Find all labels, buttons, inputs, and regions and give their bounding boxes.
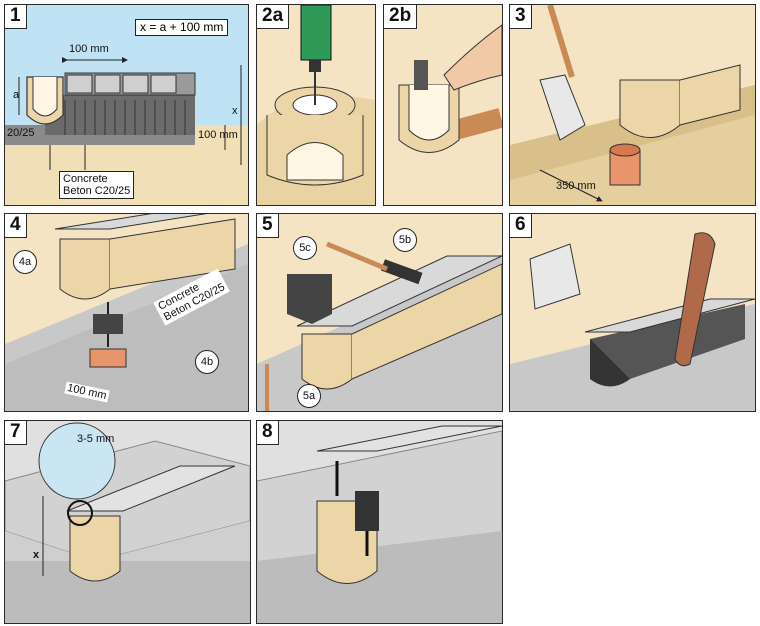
panel-number: 7	[5, 421, 27, 445]
trench-digging-drawing	[510, 5, 755, 205]
dim-a-label: a	[13, 89, 20, 101]
concrete-label: Concrete Beton C20/25	[59, 171, 135, 199]
panel-number: 2a	[257, 5, 290, 29]
depth-x-label: x	[33, 549, 40, 561]
concrete-haunching-drawing	[510, 232, 755, 411]
step-4-panel: 4 4a 4b Concrete Beton C20/25 100 mm	[4, 213, 249, 412]
gap-label: 3-5 mm	[77, 433, 115, 445]
step-8-panel: 8	[256, 420, 503, 624]
step-6-panel: 6	[509, 213, 756, 412]
callout-4b: 4b	[195, 350, 219, 374]
panel-number: 6	[510, 214, 532, 238]
panel-number: 3	[510, 5, 532, 29]
callout-4a: 4a	[13, 250, 37, 274]
depth-label: 350 mm	[556, 180, 596, 192]
step-7-panel: 7 3-5 mm x	[4, 420, 251, 624]
concrete-label-line1: Concrete	[63, 173, 108, 185]
drilling-drawing	[257, 5, 375, 205]
hammer-knockout-drawing	[384, 5, 502, 205]
formula-label: x = a + 100 mm	[135, 19, 229, 36]
panel-number: 4	[5, 214, 27, 238]
grate-install-drawing	[257, 241, 502, 411]
concrete-label-line2: Beton C20/25	[63, 185, 131, 197]
paving-finish-drawing	[5, 422, 250, 623]
dim-top-label: 100 mm	[69, 43, 109, 55]
callout-5a: 5a	[297, 384, 321, 408]
class-fragment-label: 20/25	[7, 127, 35, 139]
panel-number: 8	[257, 421, 279, 445]
panel-number: 1	[5, 5, 27, 29]
callout-5b: 5b	[393, 228, 417, 252]
channel-bedding-drawing	[5, 214, 248, 411]
trap-insert-drawing	[257, 425, 502, 623]
step-5-panel: 5 5c 5b 5a	[256, 213, 503, 412]
step-1-panel: 1 x = a + 100 mm 100 mm 100 mm a x 20/25…	[4, 4, 249, 206]
callout-5c: 5c	[293, 236, 317, 260]
panel-number: 2b	[384, 5, 418, 29]
cross-section-drawing	[5, 57, 248, 205]
dim-right-label: 100 mm	[198, 129, 238, 141]
dim-x-label: x	[232, 105, 238, 117]
step-2a-panel: 2a	[256, 4, 376, 206]
panel-number: 5	[257, 214, 279, 238]
step-3-panel: 3 350 mm	[509, 4, 756, 206]
step-2b-panel: 2b	[383, 4, 503, 206]
